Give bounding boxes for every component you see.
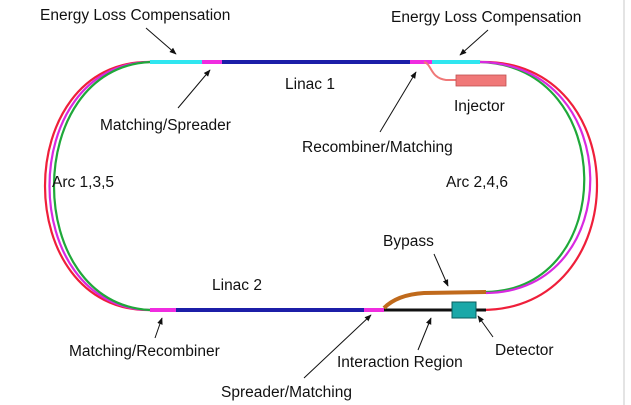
arc-right-magenta — [479, 60, 592, 295]
label-matching-recombiner: Matching/Recombiner — [69, 343, 220, 360]
pointer-arrows — [145, 27, 494, 379]
label-bypass: Bypass — [383, 233, 434, 250]
label-energy-loss-right: Energy Loss Compensation — [391, 9, 581, 26]
arrow-matching-recombiner — [154, 317, 163, 339]
arc-left-magenta — [48, 60, 151, 312]
label-arc-left: Arc 1,3,5 — [52, 174, 114, 191]
label-energy-loss-left: Energy Loss Compensation — [40, 7, 230, 24]
injection-line — [423, 61, 456, 81]
label-injector: Injector — [454, 98, 505, 115]
label-arc-right: Arc 2,4,6 — [446, 174, 508, 191]
bypass-line — [382, 290, 487, 310]
arc-left-group — [43, 60, 151, 312]
label-spreader-matching: Spreader/Matching — [221, 384, 352, 401]
arrow-energy-loss-left — [145, 27, 177, 55]
arc-right-group — [479, 60, 599, 312]
arc-left-green — [53, 60, 151, 312]
label-linac1: Linac 1 — [285, 76, 335, 93]
label-matching-spreader: Matching/Spreader — [100, 117, 231, 134]
label-interaction-region: Interaction Region — [337, 354, 463, 371]
right-edge-divider — [623, 0, 625, 405]
arrow-interaction-region — [417, 317, 432, 351]
arc-right-red — [479, 60, 599, 312]
arrow-recombiner-matching — [379, 71, 417, 133]
label-recombiner-matching: Recombiner/Matching — [302, 139, 453, 156]
label-detector: Detector — [495, 342, 554, 359]
detector-box — [451, 301, 477, 319]
injector-box — [455, 74, 507, 87]
arrow-spreader-matching — [303, 314, 372, 379]
label-linac2: Linac 2 — [212, 277, 262, 294]
arc-left-red — [43, 60, 151, 312]
arrow-matching-spreader — [177, 69, 211, 109]
arrow-bypass — [433, 253, 449, 287]
arrow-detector — [477, 315, 494, 338]
arc-right-green — [479, 60, 586, 294]
arrow-energy-loss-right — [459, 29, 489, 56]
